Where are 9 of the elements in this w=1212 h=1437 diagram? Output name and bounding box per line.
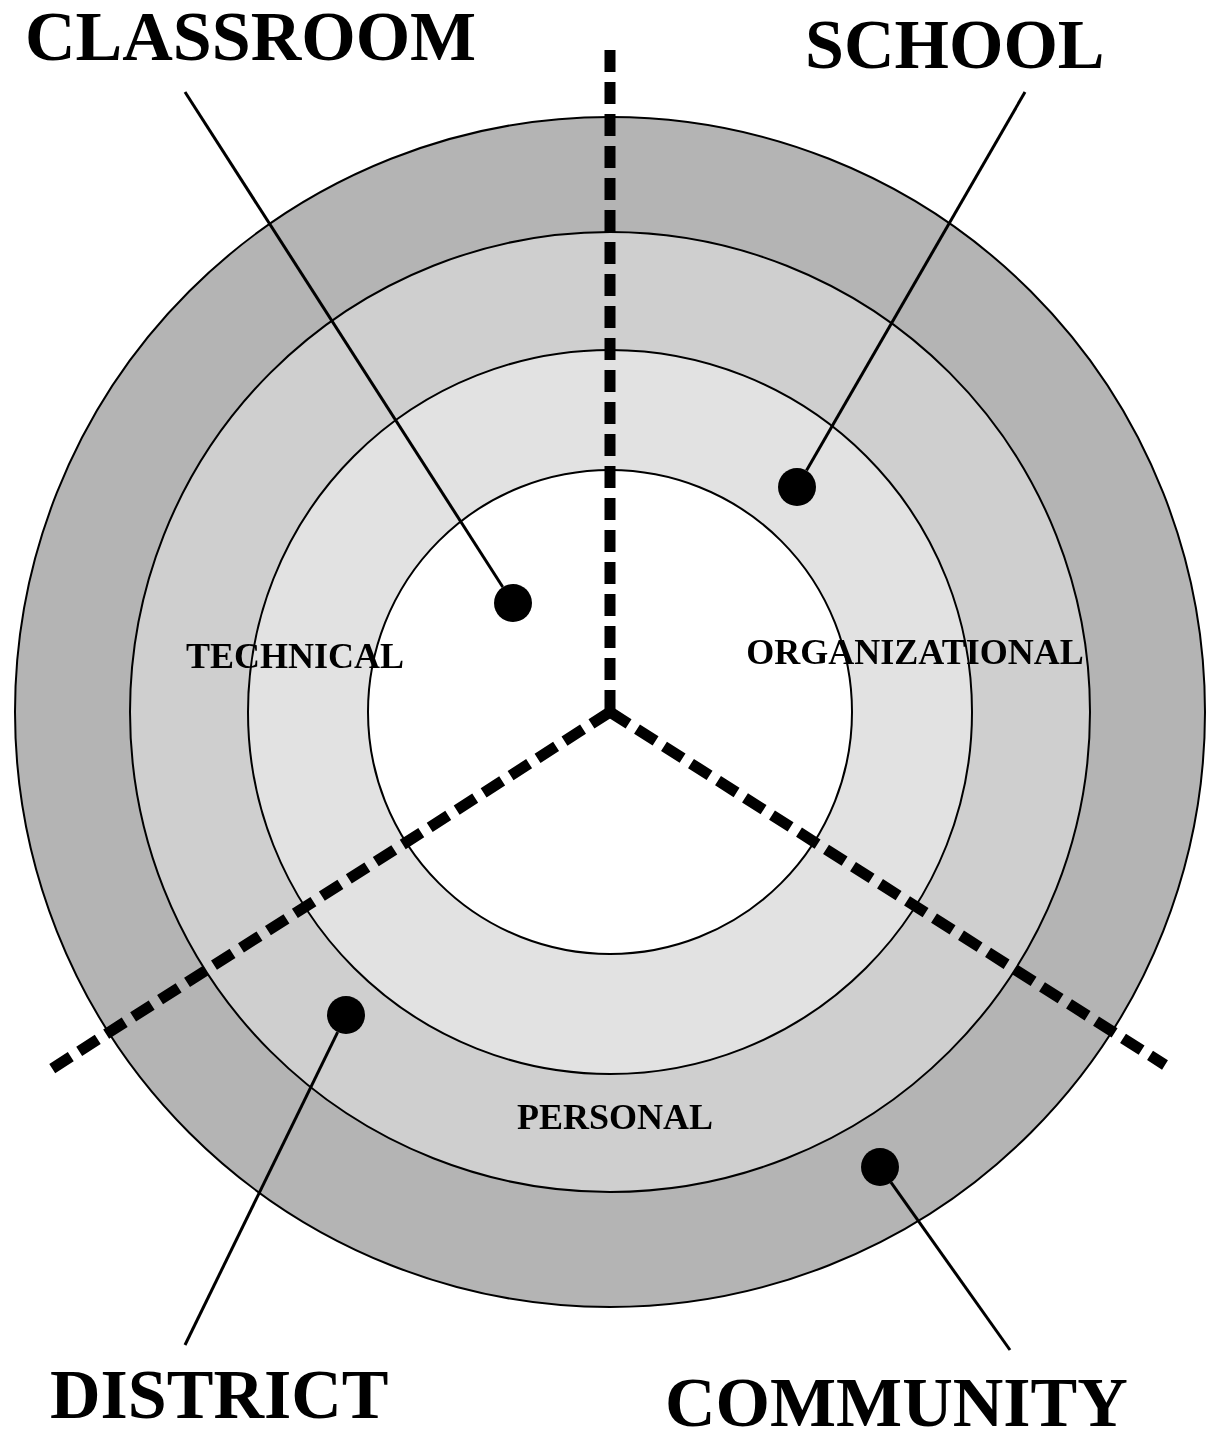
level-label: DISTRICT <box>50 1360 389 1430</box>
level-label: SCHOOL <box>805 10 1105 80</box>
leader-line <box>183 1031 339 1346</box>
leader-line <box>183 91 504 588</box>
leader-line <box>889 1181 1012 1351</box>
sector-label: PERSONAL <box>517 1099 713 1135</box>
leader-line <box>805 91 1027 472</box>
level-label: CLASSROOM <box>25 2 477 72</box>
level-label: COMMUNITY <box>665 1368 1128 1437</box>
